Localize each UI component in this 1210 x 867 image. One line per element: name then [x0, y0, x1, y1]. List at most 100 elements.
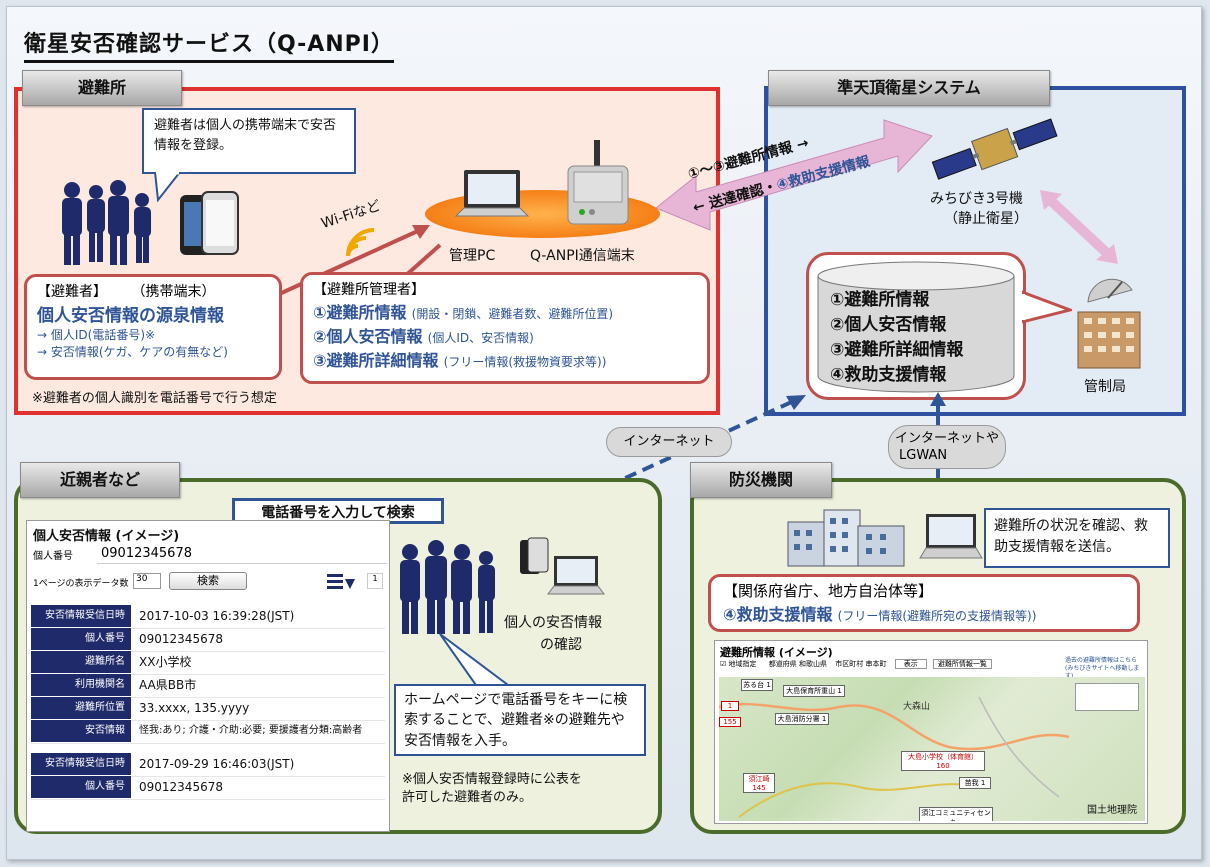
database-item: ②個人安否情報: [830, 315, 947, 335]
manager-item-title: ②個人安否情報: [313, 327, 423, 346]
row-value: 09012345678: [139, 780, 223, 794]
rescue-box-heading: 【関係府省庁、地方自治体等】: [723, 582, 934, 600]
map-credit: 国土地理院: [1087, 805, 1137, 816]
lgwan-cloud-line2: LGWAN: [899, 448, 948, 463]
row-key: 利用機関名: [31, 674, 131, 696]
shelter-footnote: ※避難者の個人識別を電話番号で行う想定: [32, 391, 277, 406]
communication-double-arrow: [655, 119, 933, 231]
relatives-devices-icon: [520, 537, 605, 595]
control-station-label: 管制局: [1084, 379, 1126, 395]
shelter-callout: 避難者は個人の携帯端末で安否情報を登録。: [142, 108, 356, 174]
control-station-icon: [1077, 278, 1141, 369]
manager-heading: 【避難所管理者】: [313, 282, 425, 298]
map-show-button[interactable]: 表示: [894, 659, 927, 669]
manager-box: 【避難所管理者】 ①避難所情報 (開設・閉鎖、避難者数、避難所位置) ②個人安否…: [300, 272, 710, 384]
map-pin[interactable]: 大島消防分署 1: [775, 713, 829, 725]
search-button[interactable]: 検索: [169, 572, 247, 590]
manager-item-sub: (開設・閉鎖、避難者数、避難所位置): [411, 307, 614, 321]
terminal-label: Q-ANPI通信端末: [530, 248, 635, 264]
row-key: 個人番号: [31, 776, 131, 798]
government-building-icon: [787, 509, 905, 567]
map-region-checkbox[interactable]: ☑ 地域指定: [720, 660, 757, 668]
map-pin[interactable]: 苗我 1: [959, 777, 991, 789]
row-value: 09012345678: [139, 632, 223, 646]
satellite-sub: （静止衛星）: [944, 211, 1028, 227]
agency-callout: 避難所の状況を確認、救助支援情報を送信。: [984, 508, 1170, 568]
lgwan-cloud-line1: インターネットや: [894, 431, 999, 446]
wifi-signal-icon: [346, 228, 375, 257]
manager-item: ③避難所詳細情報 (フリー情報(救援物資要求等)): [313, 347, 697, 371]
shelter-tab: 避難所: [22, 70, 182, 106]
row-value: 33.xxxx, 135.yyyy: [139, 701, 250, 715]
table-row: 安否情報受信日時 2017-09-29 16:46:03(JST): [31, 753, 385, 777]
evacuee-box: 【避難者】 （携帯端末） 個人安否情報の源泉情報 → 個人ID(電話番号)※ →…: [24, 274, 282, 380]
row-key: 安否情報受信日時: [31, 753, 131, 775]
relatives-silhouette-icon: [400, 540, 495, 634]
manager-item-sub: (個人ID、安否情報): [427, 331, 534, 345]
database-item: ④救助支援情報: [830, 365, 947, 385]
screen-id-input[interactable]: 09012345678: [97, 544, 387, 564]
map-pin[interactable]: 須江崎 145: [743, 773, 775, 793]
database-callout-tail: [1022, 290, 1072, 324]
evacuee-heading-device: （携帯端末）: [131, 284, 216, 300]
map-pin[interactable]: 大島保育所重山 1: [783, 685, 845, 697]
map-area: 大森山 苏る台 1 大島保育所重山 1 大島消防分署 1 大島小学校（体育館） …: [719, 677, 1145, 821]
map-pin-red[interactable]: 1: [721, 701, 739, 711]
row-key: 避難所位置: [31, 697, 131, 719]
hp-callout: ホームページで電話番号をキーに検索することで、避難者※の避難先や安否情報を入手。: [394, 684, 646, 756]
map-list-button[interactable]: 避難所情報一覧: [932, 659, 992, 669]
row-value: XX小学校: [139, 655, 192, 669]
manager-item: ②個人安否情報 (個人ID、安否情報): [313, 323, 697, 347]
row-value: 怪我:あり; 介護・介助:必要; 要援護者分類:高齢者: [139, 725, 363, 736]
satellite-name: みちびき3号機: [930, 191, 1023, 207]
table-row: 安否情報怪我:あり; 介護・介助:必要; 要援護者分類:高齢者: [31, 720, 385, 744]
row-value: AA県BB市: [139, 678, 197, 692]
map-pref-select[interactable]: 都道府県 和歌山県: [768, 660, 827, 668]
table-row: 避難所位置 33.xxxx, 135.yyyy: [31, 697, 385, 721]
map-place-label: 大森山: [903, 702, 931, 712]
database-item: ③避難所詳細情報: [830, 340, 964, 360]
table-row: 利用機関名 AA県BB市: [31, 674, 385, 698]
agency-callout-text: 避難所の状況を確認、救助支援情報を送信。: [994, 518, 1148, 555]
shelter-callout-text: 避難者は個人の携帯端末で安否情報を登録。: [154, 118, 337, 153]
evacuee-line-status: → 安否情報(ケガ、ケアの有無など): [37, 345, 228, 359]
shelter-map-screen: 避難所情報 (イメージ) ☑ 地域指定 都道府県 和歌山県 市区町村 串本町 表…: [714, 640, 1148, 824]
database-item: ①避難所情報: [830, 290, 930, 310]
relatives-footnote-2: 許可した避難者のみ。: [402, 790, 533, 805]
row-key: 安否情報: [31, 720, 131, 742]
row-value: 2017-09-29 16:46:03(JST): [139, 757, 295, 771]
row-value: 2017-10-03 16:39:28(JST): [139, 609, 295, 623]
map-city-select[interactable]: 市区町村 串本町: [835, 660, 887, 668]
page-title: 衛星安否確認サービス（Q-ANPI）: [24, 26, 394, 63]
map-past-link[interactable]: 過去の避難所情報はこちら (みちびきサイトへ移動します): [1065, 657, 1140, 680]
map-pin[interactable]: 須江コミュニティセンター: [919, 807, 993, 821]
map-pin[interactable]: 苏る台 1: [741, 679, 773, 691]
smartphone-icon: [180, 191, 239, 255]
hp-callout-pointer: [439, 633, 515, 689]
evacuees-silhouette-icon: [62, 180, 151, 265]
per-page-select[interactable]: 30: [133, 573, 161, 589]
laptop-icon: [454, 170, 530, 217]
map-pin[interactable]: 大島小学校（体育館） 160: [901, 751, 985, 771]
map-legend: [1075, 683, 1139, 711]
map-pin-red[interactable]: 155: [719, 717, 741, 727]
internet-cloud: インターネット: [606, 427, 732, 457]
page-number[interactable]: 1: [367, 573, 383, 589]
confirm-label-2: の確認: [540, 637, 582, 653]
relatives-tab: 近親者など: [20, 462, 180, 498]
map-title: 避難所情報 (イメージ): [720, 646, 833, 659]
confirm-label-1: 個人の安否情報: [504, 615, 602, 631]
list-download-icon[interactable]: [327, 571, 357, 593]
relatives-footnote-1: ※個人安否情報登録時に公表を: [402, 772, 582, 787]
pc-label: 管理PC: [449, 248, 496, 264]
callout-pointer: [153, 172, 182, 202]
satellite-system-tab: 準天頂衛星システム: [768, 70, 1050, 106]
rescue-box-strong: ④救助支援情報: [723, 605, 833, 624]
evacuee-heading: 【避難者】: [37, 284, 107, 300]
satellite-icon: [931, 118, 1058, 180]
qanpi-terminal-icon: [567, 140, 629, 225]
record-2: 安否情報受信日時 2017-09-29 16:46:03(JST) 個人番号 090…: [31, 753, 385, 803]
